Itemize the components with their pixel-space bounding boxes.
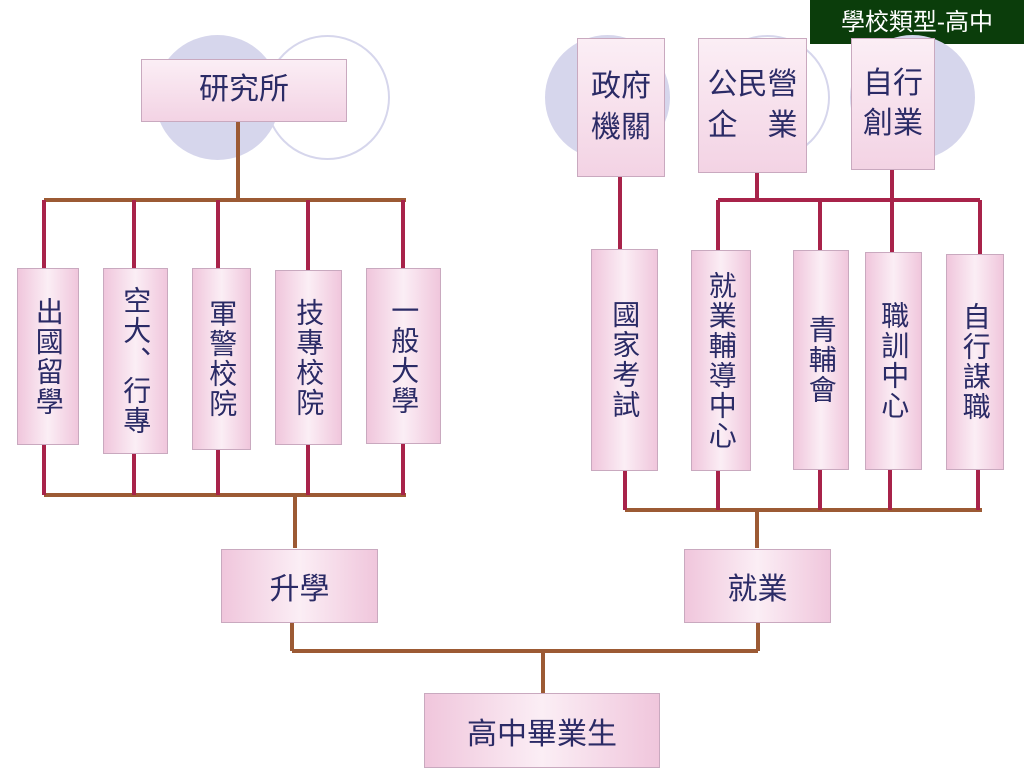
option-open-university: 空大、行專: [103, 268, 168, 454]
employment-node: 就業: [684, 549, 831, 623]
option-youth-commission: 青輔會: [793, 250, 849, 470]
self-employment-node: 自行 創業: [851, 38, 935, 170]
option-vocational-training: 職訓中心: [865, 252, 922, 470]
graduate-school-node: 研究所: [141, 59, 347, 122]
option-national-exam: 國家考試: [591, 249, 658, 471]
option-self-job-search: 自行謀職: [946, 254, 1004, 470]
option-military-police: 軍警校院: [192, 268, 251, 450]
option-employment-center: 就業輔導中心: [691, 250, 751, 471]
further-study-node: 升學: [221, 549, 378, 623]
option-university: 一般大學: [366, 268, 441, 444]
option-study-abroad: 出國留學: [17, 268, 79, 445]
enterprise-node: 公民營 企 業: [698, 38, 807, 173]
government-agency-node: 政府 機關: [577, 38, 665, 177]
root-node: 高中畢業生: [424, 693, 660, 768]
option-tech-college: 技專校院: [275, 270, 342, 445]
